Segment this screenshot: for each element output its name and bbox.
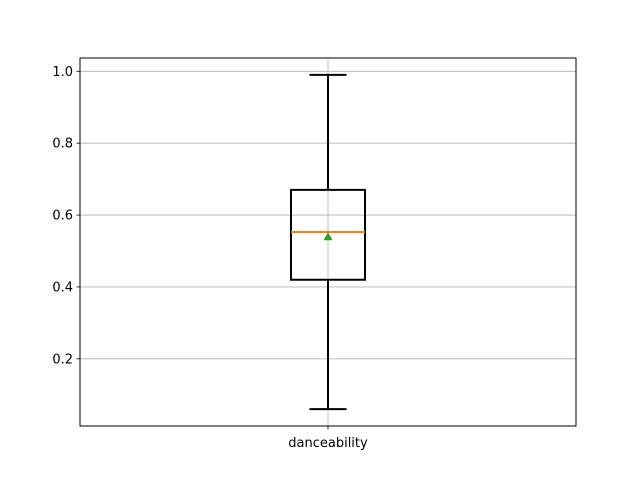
interquartile-box (290, 188, 366, 281)
y-tick-label: 0.6 (52, 209, 73, 224)
y-tick-label: 0.4 (52, 280, 73, 295)
box-plot (290, 73, 366, 411)
y-tick-label: 0.2 (52, 352, 73, 367)
x-axis-ticks: danceability (288, 426, 368, 451)
x-tick-label: danceability (288, 436, 368, 451)
y-tick-label: 1.0 (52, 65, 73, 80)
y-tick-label: 0.8 (52, 137, 73, 152)
mean-marker (323, 232, 333, 241)
y-axis-ticks: 0.2 0.4 0.6 0.8 1.0 (52, 65, 80, 367)
